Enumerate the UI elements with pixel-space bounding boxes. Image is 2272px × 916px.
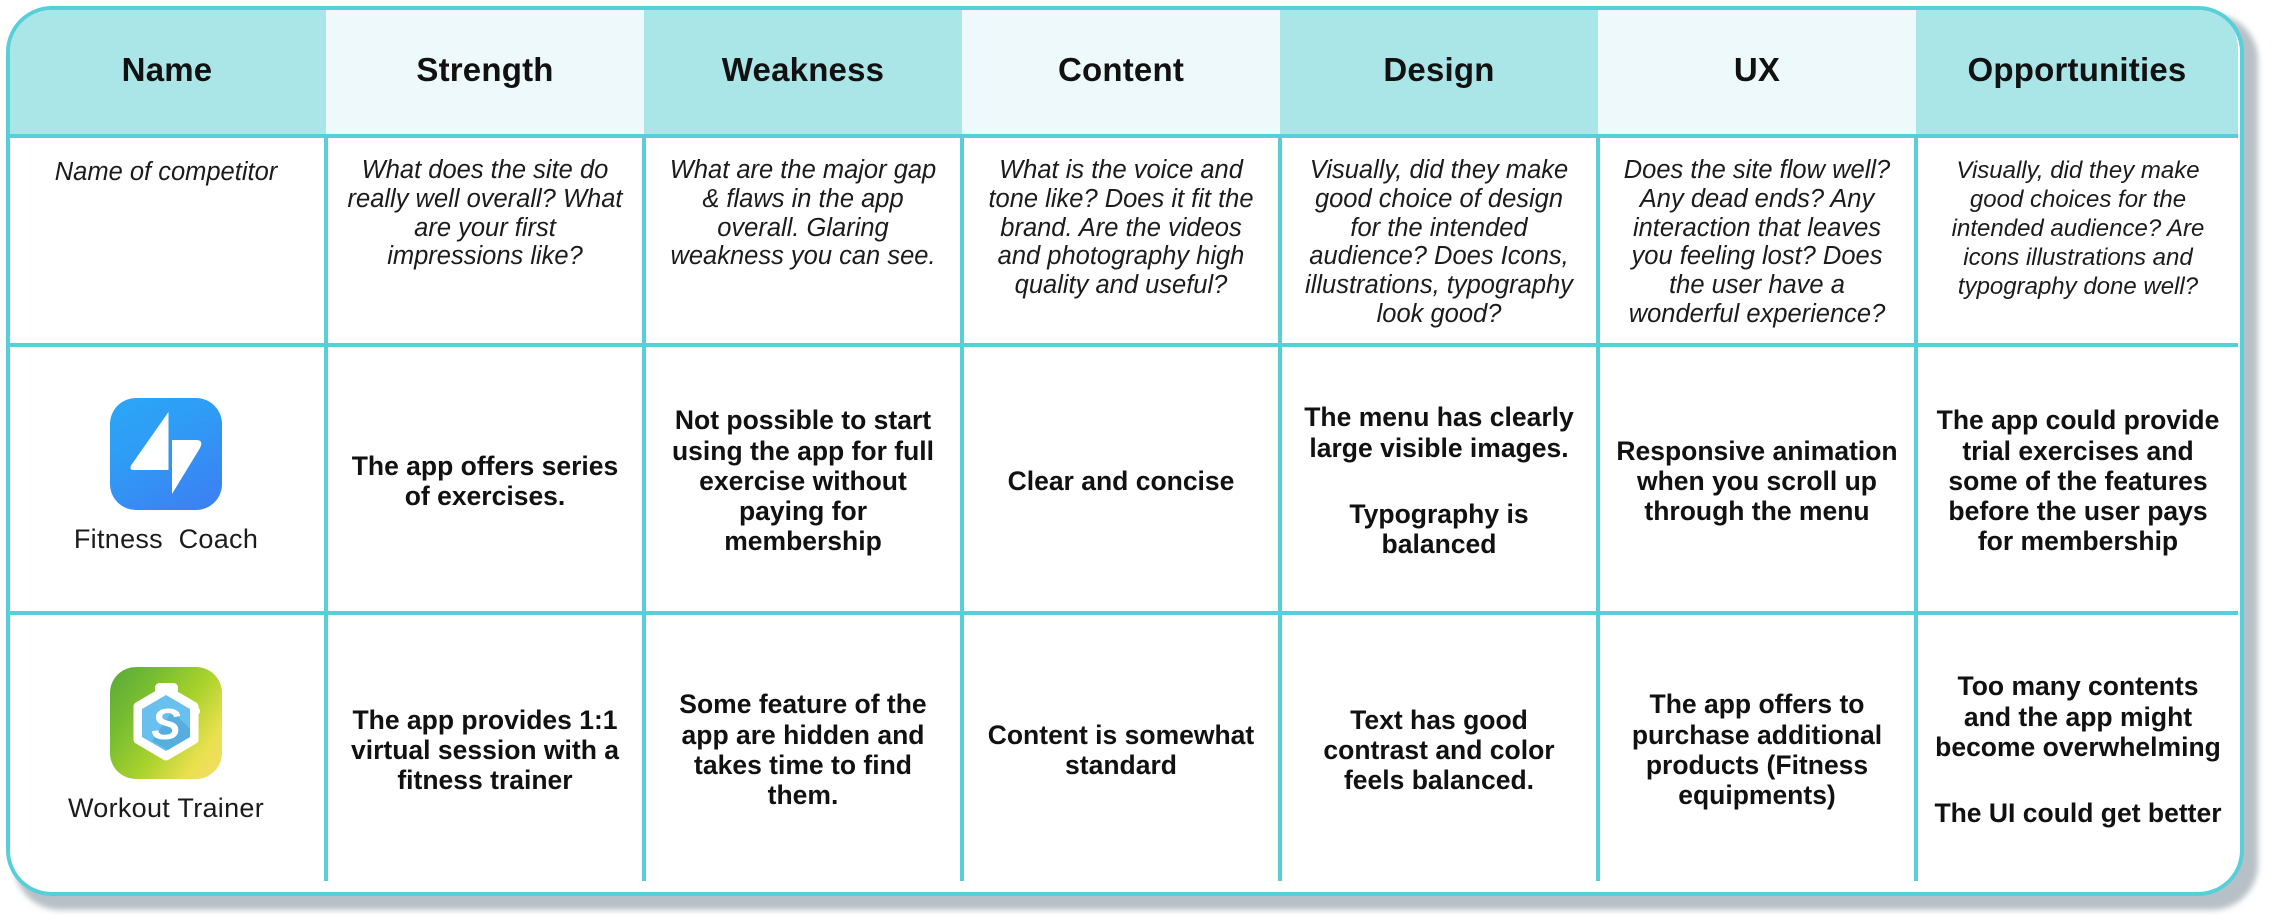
cell-design: The menu has clearly large visible image… [1278, 342, 1600, 615]
column-header-opportunities[interactable]: Opportunities [1916, 10, 2238, 136]
cell-opportunities: The app could provide trial exercises an… [1914, 342, 2238, 615]
column-header-ux[interactable]: UX [1598, 10, 1916, 136]
competitive-analysis-card: Name Strength Weakness Content Design UX… [6, 6, 2244, 896]
table-header-row: Name Strength Weakness Content Design UX… [10, 10, 2238, 136]
cell-content: Clear and concise [960, 342, 1282, 615]
cell-design-paragraph: The menu has clearly large visible image… [1304, 402, 1574, 463]
cell-design-paragraph: Text has good contrast and color feels b… [1323, 704, 1555, 795]
guidance-row: Name of competitor What does the site do… [10, 134, 2238, 347]
cell-strength: The app offers series of exercises. [324, 342, 646, 615]
cell-content: Content is somewhat standard [960, 610, 1282, 881]
table-row: S Workout Trainer The app provides 1:1 v… [10, 610, 2238, 881]
cell-design-paragraph: Typography is balanced [1349, 498, 1529, 560]
guidance-cell-weakness: What are the major gap & flaws in the ap… [642, 134, 964, 347]
table-row: Fitness Coach The app offers series of e… [10, 342, 2238, 615]
column-header-content[interactable]: Content [962, 10, 1280, 136]
competitor-identity-cell: S Workout Trainer [10, 610, 328, 881]
cell-opportunities-paragraph: The app could provide trial exercises an… [1936, 405, 2220, 557]
column-header-name[interactable]: Name [10, 10, 326, 136]
fitness-coach-app-icon [110, 398, 222, 511]
competitive-analysis-table: Name Strength Weakness Content Design UX… [10, 10, 2238, 881]
cell-ux: The app offers to purchase additional pr… [1596, 610, 1918, 881]
workout-trainer-app-icon: S [110, 667, 222, 780]
cell-weakness: Some feature of the app are hidden and t… [642, 610, 964, 881]
competitor-identity-cell: Fitness Coach [10, 342, 328, 615]
column-header-strength[interactable]: Strength [326, 10, 644, 136]
competitor-name-label: Workout Trainer [67, 793, 265, 824]
cell-design: Text has good contrast and color feels b… [1278, 610, 1600, 881]
column-header-design[interactable]: Design [1280, 10, 1598, 136]
guidance-cell-design: Visually, did they make good choice of d… [1278, 134, 1600, 347]
cell-ux: Responsive animation when you scroll up … [1596, 342, 1918, 615]
competitor-name-label: Fitness Coach [73, 524, 259, 555]
cell-opportunities-paragraph: Too many contents and the app might beco… [1935, 671, 2221, 762]
guidance-cell-name: Name of competitor [10, 134, 328, 347]
cell-opportunities: Too many contents and the app might beco… [1914, 610, 2238, 881]
column-header-weakness[interactable]: Weakness [644, 10, 962, 136]
guidance-cell-strength: What does the site do really well overal… [324, 134, 646, 347]
guidance-cell-ux: Does the site flow well? Any dead ends? … [1596, 134, 1918, 347]
svg-text:S: S [151, 700, 180, 749]
guidance-cell-opportunities: Visually, did they make good choices for… [1914, 134, 2238, 347]
cell-strength: The app provides 1:1 virtual session wit… [324, 610, 646, 881]
cell-opportunities-paragraph: The UI could get better [1934, 798, 2222, 829]
guidance-cell-content: What is the voice and tone like? Does it… [960, 134, 1282, 347]
cell-weakness: Not possible to start using the app for … [642, 342, 964, 615]
